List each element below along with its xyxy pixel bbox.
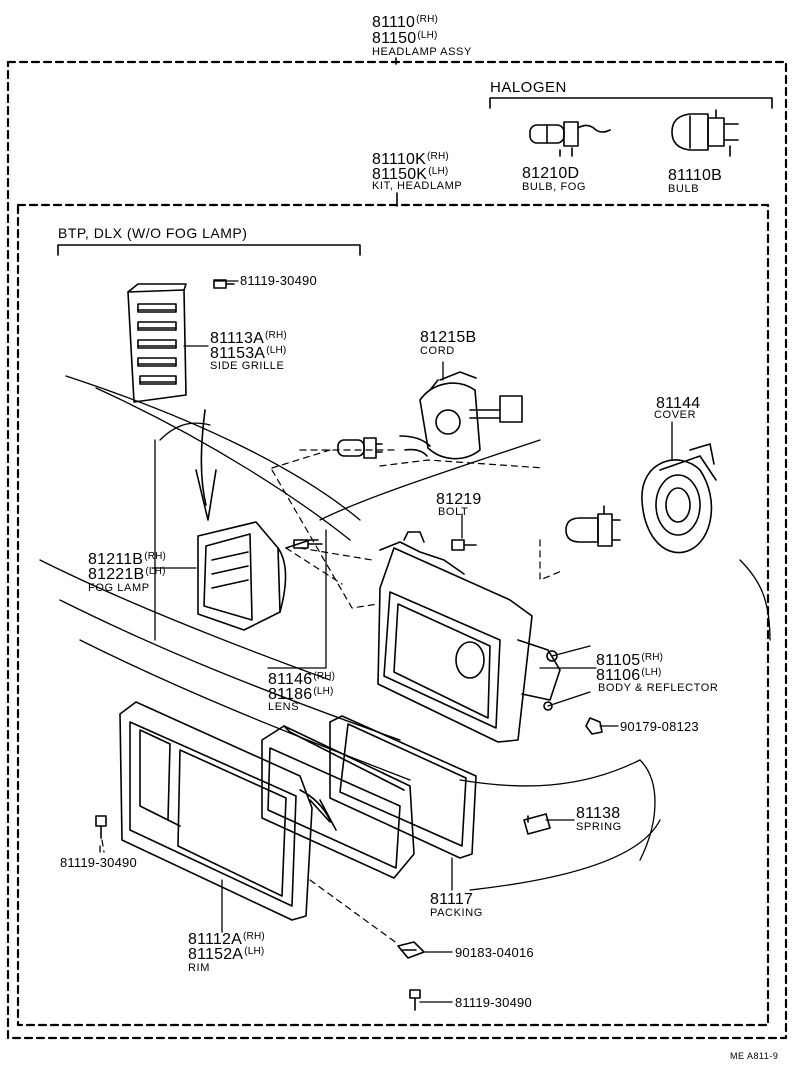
drawing-code: ME A811-9 <box>730 1051 779 1061</box>
headlamp-assy-lh: 81150(LH) <box>372 31 438 47</box>
kit-headlamp-rh: 81110K(RH) <box>372 152 449 168</box>
screw-bottom-pn: 81119-30490 <box>455 995 532 1010</box>
fog-lamp-rh: 81211B(RH) <box>88 552 166 568</box>
part-number: 81152A <box>188 946 244 963</box>
body-reflector-lh: 81106(LH) <box>596 668 662 684</box>
rim-rh: 81112A(RH) <box>188 932 265 948</box>
fog-bulb-icon <box>529 121 611 157</box>
body-panel-lines <box>39 375 771 891</box>
lens-rh: 81146(RH) <box>268 672 335 688</box>
headlamp-assy-desc: HEADLAMP ASSY <box>372 46 472 58</box>
halogen-bracket <box>489 97 773 109</box>
lens-icon <box>261 725 415 879</box>
screw-top-pn: 81119-30490 <box>240 273 317 288</box>
side-suffix: (RH) <box>641 652 664 663</box>
part-number: 81106 <box>596 667 641 684</box>
side-grille-lh: 81153A(LH) <box>210 346 286 362</box>
side-grille-desc: SIDE GRILLE <box>210 360 285 372</box>
side-suffix: (LH) <box>428 166 449 177</box>
side-grille-rh: 81113A(RH) <box>210 331 287 347</box>
packing-icon <box>329 715 477 859</box>
fog-lamp-icon <box>197 521 319 631</box>
variant-label: BTP, DLX (W/O FOG LAMP) <box>58 225 248 241</box>
bulb-fog-desc: BULB, FOG <box>522 181 587 193</box>
part-number: 81211B <box>88 551 144 568</box>
lens-desc: LENS <box>268 701 300 713</box>
spring-pn: 81138 <box>576 805 621 822</box>
screw-left-pn: 81119-30490 <box>60 855 137 870</box>
cover-pn: 81144 <box>656 395 701 412</box>
part-number: 81110 <box>372 14 416 31</box>
part-number: 81113A <box>210 330 264 347</box>
side-suffix: (LH) <box>244 946 265 957</box>
headlamp-assy-rh: 81110(RH) <box>372 15 438 31</box>
body-reflector-rh: 81105(RH) <box>596 653 663 669</box>
bulb-fog-pn: 81210D <box>522 165 580 182</box>
bulb-pn: 81110B <box>668 167 722 184</box>
leader-lines <box>99 280 673 1003</box>
bolt-pn: 81219 <box>436 491 482 508</box>
side-suffix: (LH) <box>313 686 334 697</box>
bolt-desc: BOLT <box>438 506 469 518</box>
part-number: 81186 <box>268 686 313 703</box>
bolt-icon <box>451 539 477 551</box>
rim-desc: RIM <box>188 962 210 974</box>
cover-desc: COVER <box>654 409 697 421</box>
cord-desc: CORD <box>420 345 455 357</box>
part-number: 81153A <box>210 345 266 362</box>
side-suffix: (LH) <box>145 566 166 577</box>
side-suffix: (LH) <box>266 345 287 356</box>
part-number: 81110K <box>372 151 426 168</box>
screw-icons <box>95 279 603 1011</box>
packing-pn: 81117 <box>430 891 474 908</box>
bulb-icon <box>671 109 739 157</box>
side-suffix: (RH) <box>416 14 439 25</box>
part-number: 81150K <box>372 166 428 183</box>
kit-headlamp-desc: KIT, HEADLAMP <box>372 180 463 192</box>
side-suffix: (RH) <box>243 931 265 942</box>
side-suffix: (RH) <box>265 330 287 341</box>
side-suffix: (LH) <box>417 30 438 41</box>
headlamp-bulb-icon <box>565 505 621 547</box>
body-reflector-desc: BODY & REFLECTOR <box>598 682 719 694</box>
side-grille-icon <box>127 283 187 403</box>
halogen-label: HALOGEN <box>490 79 567 96</box>
side-suffix: (LH) <box>641 667 662 678</box>
kit-headlamp-lh: 81150K(LH) <box>372 167 448 183</box>
fog-lamp-lh: 81221B(LH) <box>88 567 166 583</box>
part-number: 81112A <box>188 931 242 948</box>
part-number: 81150 <box>372 30 417 47</box>
packing-desc: PACKING <box>430 907 483 919</box>
cover-icon <box>641 443 717 554</box>
side-suffix: (RH) <box>427 151 449 162</box>
part-number: 81221B <box>88 566 145 583</box>
rim-icon <box>119 701 313 921</box>
assy-frame <box>6 60 788 1040</box>
lens-lh: 81186(LH) <box>268 687 334 703</box>
cord-pn: 81215B <box>420 329 477 346</box>
body-reflector-icon <box>377 531 561 743</box>
side-suffix: (RH) <box>313 671 336 682</box>
clip-pn: 90183-04016 <box>455 945 534 960</box>
spring-desc: SPRING <box>576 821 622 833</box>
cord-icon <box>399 371 523 460</box>
grille-arrow <box>195 409 217 521</box>
fog-lamp-desc: FOG LAMP <box>88 582 150 594</box>
btp-bracket <box>57 244 361 256</box>
part-number: 81146 <box>268 671 313 688</box>
rim-lh: 81152A(LH) <box>188 947 264 963</box>
side-suffix: (RH) <box>144 551 167 562</box>
bulb-desc: BULB <box>668 183 700 195</box>
part-number: 81105 <box>596 652 641 669</box>
alignment-lines <box>101 449 565 945</box>
nut-pn: 90179-08123 <box>620 719 699 734</box>
fog-lamp-bulb-icon <box>337 437 383 459</box>
